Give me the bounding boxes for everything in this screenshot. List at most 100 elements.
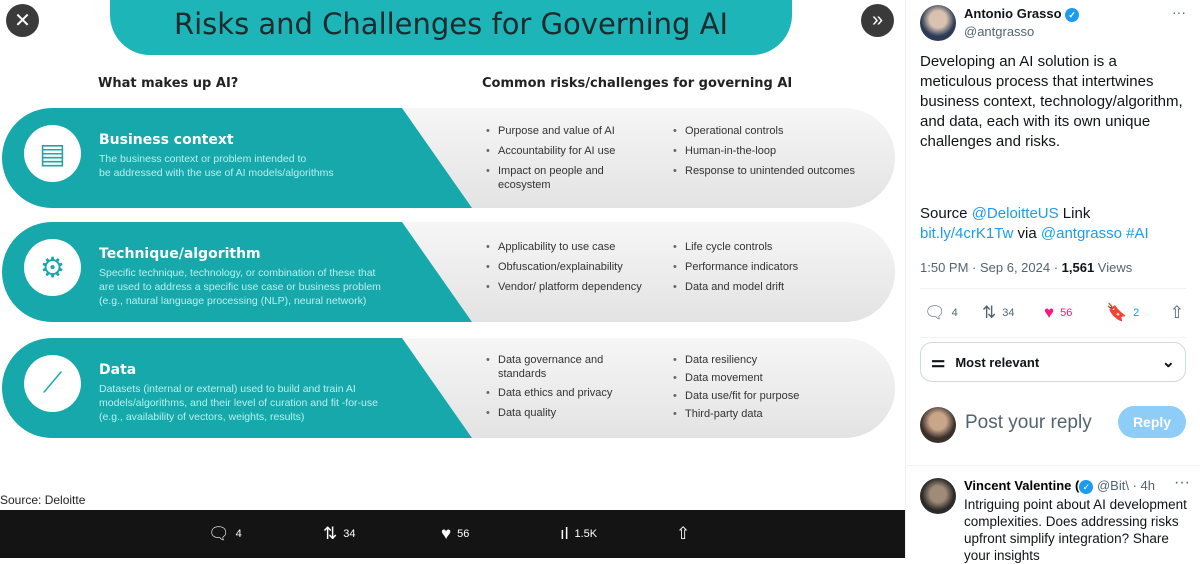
risk-item: Impact on people and ecosystem xyxy=(486,164,626,192)
repost-action[interactable]: ⇅34 xyxy=(323,524,356,544)
like-count: 56 xyxy=(1060,307,1073,319)
verified-badge-icon: ✓ xyxy=(1065,7,1080,22)
current-user-avatar xyxy=(920,407,956,443)
row-description: The business context or problem intended… xyxy=(99,153,334,179)
risk-item: Operational controls xyxy=(673,124,848,138)
media-viewer: Risks and Challenges for Governing AI ✕ … xyxy=(0,0,905,558)
risk-list-right: Operational controls Human-in-the-loop R… xyxy=(673,124,855,184)
left-column-header: What makes up AI? xyxy=(98,76,239,91)
heart-icon: ♥ xyxy=(1044,303,1055,322)
risk-item: Data quality xyxy=(486,406,661,420)
row-heading: Data xyxy=(99,362,137,378)
reply-action[interactable]: 🗨4 xyxy=(208,524,242,544)
reply-count: 4 xyxy=(951,307,958,319)
reply-submit-button[interactable]: Reply xyxy=(1118,406,1186,438)
row-technique-algorithm: ⚙ Technique/algorithm Specific technique… xyxy=(2,222,895,322)
risk-list-right: Data resiliency Data movement Data use/f… xyxy=(673,353,848,427)
infographic-title-banner: Risks and Challenges for Governing AI xyxy=(110,0,792,55)
bar-chart-icon: ıl xyxy=(560,524,569,543)
documents-icon: ▤ xyxy=(24,125,81,182)
risk-item: Data resiliency xyxy=(673,353,848,367)
row-business-context: ▤ Business context The business context … xyxy=(2,108,895,208)
tweet-meta: 1:50 PM · Sep 6, 2024 · 1,561 Views xyxy=(920,260,1132,275)
infographic-title: Risks and Challenges for Governing AI xyxy=(173,7,729,41)
like-count: 56 xyxy=(457,528,470,540)
mention-link[interactable]: @antgrasso xyxy=(1040,225,1122,242)
reply-button[interactable]: 🗨4 xyxy=(924,303,958,323)
repost-icon: ⇅ xyxy=(982,303,997,322)
tweet-actions: 🗨4 ⇅34 ♥56 🔖2 ⇧ xyxy=(920,288,1186,338)
more-options-icon[interactable]: ··· xyxy=(1172,4,1186,20)
heart-icon: ♥ xyxy=(441,524,452,543)
views-label: Views xyxy=(1094,260,1133,275)
risk-item: Data use/fit for purpose xyxy=(673,389,848,403)
tweet-text: Developing an AI solution is a meticulou… xyxy=(920,53,1183,150)
reply-handle[interactable]: @Bit\ · 4h xyxy=(1096,478,1155,493)
gear-icon: ⚙ xyxy=(24,239,81,296)
risk-list-left: Data governance and standards Data ethic… xyxy=(486,353,661,426)
risk-item: Data movement xyxy=(673,371,848,385)
risk-item: Applicability to use case xyxy=(486,240,661,254)
author-avatar[interactable] xyxy=(920,5,956,41)
risk-item: Human-in-the-loop xyxy=(673,144,848,158)
chevron-down-icon: ⌄ xyxy=(1161,354,1175,371)
risk-item: Data ethics and privacy xyxy=(486,386,661,400)
author-name[interactable]: Antonio Grasso ✓ xyxy=(964,6,1080,22)
text: Link xyxy=(1058,205,1091,222)
like-action[interactable]: ♥ 56 xyxy=(441,524,469,544)
reply-author-avatar[interactable] xyxy=(920,478,956,514)
risk-item: Accountability for AI use xyxy=(486,144,661,158)
risk-item: Vendor/ platform dependency xyxy=(486,280,661,294)
risk-list-left: Purpose and value of AI Accountability f… xyxy=(486,124,661,198)
mention-link[interactable]: @DeloitteUS xyxy=(971,205,1059,222)
row-data: ⟋ Data Datasets (internal or external) u… xyxy=(2,338,895,438)
image-source-caption: Source: Deloitte xyxy=(0,493,86,507)
text: Source xyxy=(920,205,972,222)
more-options-icon[interactable]: ··· xyxy=(1174,474,1190,491)
share-action[interactable]: ⇧ xyxy=(676,524,690,544)
repost-button[interactable]: ⇅ 34 xyxy=(982,303,1015,323)
close-button[interactable]: ✕ xyxy=(6,4,39,37)
tweet-sidebar: Antonio Grasso ✓ @antgrasso ··· Developi… xyxy=(905,0,1200,563)
expand-button[interactable]: » xyxy=(861,4,894,37)
divider xyxy=(906,465,1200,466)
hashtag-link[interactable]: #AI xyxy=(1122,225,1149,242)
bookmark-count: 2 xyxy=(1133,307,1140,319)
row-description: Specific technique, technology, or combi… xyxy=(99,267,381,307)
verified-badge-icon: ✓ xyxy=(1079,479,1094,494)
double-chevron-right-icon: » xyxy=(871,9,884,31)
sort-replies-dropdown[interactable]: ⚌ Most relevant ⌄ xyxy=(920,342,1186,382)
risk-item: Life cycle controls xyxy=(673,240,848,254)
repost-count: 34 xyxy=(1002,307,1015,319)
author-handle[interactable]: @antgrasso xyxy=(964,24,1035,39)
reply-input[interactable]: Post your reply xyxy=(965,412,1092,433)
sliders-icon: ⚌ xyxy=(931,354,946,371)
url-link[interactable]: bit.ly/4crK1Tw xyxy=(920,225,1014,242)
sort-label: Most relevant xyxy=(955,354,1040,370)
risk-list-left: Applicability to use case Obfuscation/ex… xyxy=(486,240,661,300)
risk-item: Obfuscation/explainability xyxy=(486,260,661,274)
reply-header: Vincent Valentine (✓ @Bit\ · 4h xyxy=(964,478,1189,494)
timestamp[interactable]: 1:50 PM · Sep 6, 2024 · xyxy=(920,260,1062,275)
like-button[interactable]: ♥ 56 xyxy=(1044,303,1072,323)
share-icon: ⇧ xyxy=(676,524,691,543)
row-heading: Technique/algorithm xyxy=(99,246,261,262)
close-icon: ✕ xyxy=(14,10,31,32)
share-icon: ⇧ xyxy=(1169,303,1184,322)
reply-author[interactable]: Vincent Valentine ( xyxy=(964,478,1080,493)
bookmark-icon: 🔖 xyxy=(1106,303,1128,322)
reply-text: Intriguing point about AI development co… xyxy=(964,497,1187,563)
risk-item: Data and model drift xyxy=(673,280,848,294)
reply-count: 4 xyxy=(235,528,242,540)
risk-item: Data governance and standards xyxy=(486,353,626,381)
share-button[interactable]: ⇧ xyxy=(1170,303,1184,323)
bookmark-button[interactable]: 🔖2 xyxy=(1106,303,1139,323)
repost-count: 34 xyxy=(343,528,356,540)
risk-item: Performance indicators xyxy=(673,260,848,274)
row-heading: Business context xyxy=(99,132,234,148)
risk-list-right: Life cycle controls Performance indicato… xyxy=(673,240,848,300)
risk-item: Third-party data xyxy=(673,407,848,421)
